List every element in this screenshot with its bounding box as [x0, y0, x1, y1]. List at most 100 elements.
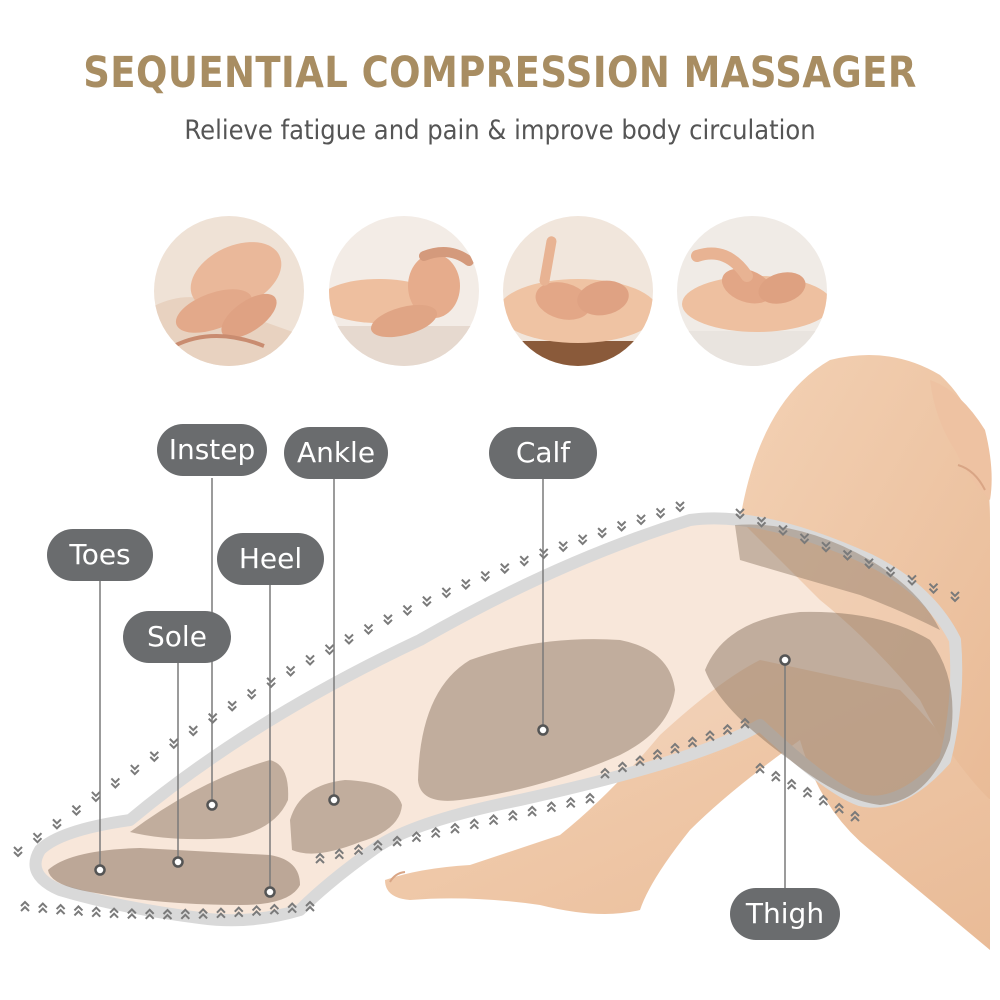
- compression-arrow: [402, 604, 413, 617]
- compression-arrow: [353, 844, 364, 856]
- compression-arrow: [527, 805, 537, 817]
- compression-arrow: [519, 555, 529, 567]
- airbag-thigh: [705, 611, 953, 805]
- compression-arrow: [431, 826, 441, 838]
- compression-arrow: [109, 907, 119, 919]
- compression-arrow: [907, 574, 917, 586]
- compression-arrow: [461, 578, 471, 591]
- ankle-dot: [328, 794, 340, 806]
- label-calf: Calf: [489, 427, 597, 479]
- page-title: SEQUENTIAL COMPRESSION MASSAGER: [83, 48, 917, 98]
- compression-arrow: [287, 902, 297, 914]
- compression-arrow: [411, 831, 422, 843]
- airbag-knee: [735, 524, 940, 630]
- compression-arrow: [373, 839, 383, 851]
- compression-arrow: [71, 804, 82, 817]
- compression-arrow: [786, 778, 797, 790]
- compression-arrow: [324, 644, 335, 656]
- compression-arrow: [617, 761, 628, 773]
- compression-arrow: [91, 906, 101, 918]
- compression-arrow: [198, 907, 208, 920]
- toes-dot: [94, 864, 106, 876]
- compression-arrow: [500, 563, 510, 575]
- compression-arrow: [635, 755, 645, 767]
- marker-dots: [94, 654, 791, 898]
- compression-arrow: [422, 595, 432, 608]
- compression-arrow: [13, 846, 23, 858]
- compression-arrow: [950, 591, 960, 603]
- airbag-calf: [418, 639, 675, 801]
- page-subtitle: Relieve fatigue and pain & improve body …: [184, 115, 816, 146]
- compression-arrow: [305, 654, 315, 666]
- compression-arrow: [842, 549, 853, 561]
- compression-arrows-top: [13, 501, 960, 858]
- compression-arrow: [670, 742, 680, 754]
- compression-arrow: [755, 762, 765, 774]
- compression-arrow: [636, 514, 646, 526]
- compression-arrow: [864, 558, 874, 570]
- compression-arrow: [149, 751, 160, 763]
- compression-arrow: [480, 570, 491, 582]
- label-ankle: Ankle: [284, 427, 388, 479]
- compression-arrow: [363, 623, 374, 635]
- compression-arrow: [52, 818, 62, 830]
- airbag-toes-sole: [48, 848, 300, 905]
- compression-arrow: [799, 533, 810, 545]
- compression-arrow: [144, 908, 155, 920]
- compression-arrow: [441, 587, 452, 599]
- compression-arrow: [216, 907, 226, 919]
- compression-arrow: [508, 809, 518, 821]
- compression-arrow: [110, 777, 121, 789]
- compression-arrow: [450, 822, 460, 834]
- compression-arrow: [885, 566, 896, 578]
- airbag-ankle: [290, 780, 402, 854]
- compression-arrow: [285, 665, 296, 677]
- compression-arrow: [735, 508, 745, 520]
- compression-arrow: [383, 614, 393, 626]
- compression-arrow: [577, 534, 588, 546]
- compression-arrow: [266, 677, 276, 689]
- compression-arrow: [802, 786, 813, 798]
- compression-arrow: [130, 764, 140, 776]
- heel-dot: [264, 886, 276, 898]
- label-sole: Sole: [123, 611, 231, 663]
- compression-arrow: [392, 835, 402, 847]
- compression-arrow: [834, 802, 844, 814]
- photo-sole-massage: [329, 216, 479, 366]
- compression-arrow: [616, 520, 627, 532]
- compression-arrow: [334, 848, 344, 860]
- compression-arrow: [655, 507, 666, 519]
- instep-dot: [206, 799, 218, 811]
- compression-arrow: [600, 767, 610, 779]
- compression-arrow: [91, 791, 101, 803]
- compression-arrow: [305, 900, 315, 912]
- compression-arrow: [488, 814, 499, 826]
- compression-arrow: [928, 582, 939, 595]
- hand: [930, 380, 992, 500]
- compression-arrow: [20, 900, 30, 912]
- compression-arrow: [675, 501, 685, 513]
- compression-arrow: [38, 902, 48, 914]
- compression-arrow: [818, 794, 829, 806]
- compression-arrow: [558, 541, 568, 553]
- compression-arrow: [740, 717, 750, 729]
- compression-arrow: [778, 524, 788, 537]
- compression-arrow: [469, 818, 479, 830]
- compression-arrow: [597, 527, 607, 539]
- airbag-instep: [130, 760, 289, 840]
- compression-arrow: [687, 736, 698, 748]
- compression-arrow: [169, 738, 179, 750]
- compression-arrow: [722, 723, 733, 735]
- sole-dot: [172, 856, 184, 868]
- photo-thigh-massage: [677, 216, 827, 366]
- compression-arrow: [188, 725, 198, 737]
- label-thigh: Thigh: [730, 888, 840, 940]
- compression-arrow: [32, 832, 43, 844]
- label-toes: Toes: [47, 529, 153, 581]
- compression-arrow: [162, 908, 173, 920]
- compression-arrow: [850, 810, 860, 822]
- compression-arrow: [227, 700, 237, 712]
- compression-arrow: [234, 906, 244, 918]
- compression-arrow: [652, 748, 663, 760]
- label-instep: Instep: [157, 424, 267, 476]
